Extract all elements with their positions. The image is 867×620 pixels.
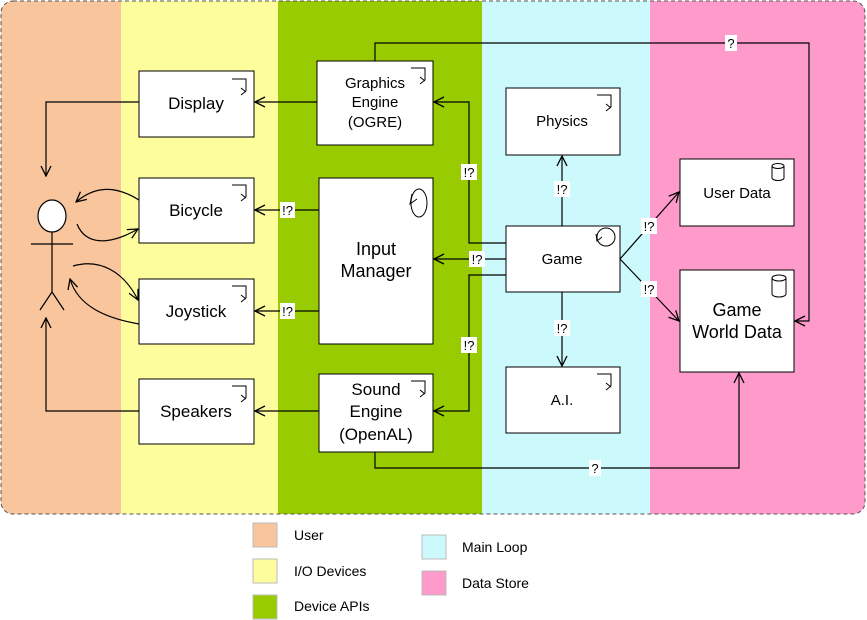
sound-line-1: Sound <box>351 380 400 399</box>
physics-label: Physics <box>536 113 588 130</box>
joystick-node[interactable]: Joystick <box>138 278 255 345</box>
label-game-sound: !? <box>461 337 477 353</box>
label-game-ai: !? <box>554 320 570 336</box>
joystick-label: Joystick <box>166 302 227 321</box>
legend-label-data-store: Data Store <box>462 575 529 591</box>
edges <box>46 42 810 469</box>
ai-label: A.I. <box>551 392 574 409</box>
graphics-line-1: Graphics <box>345 75 405 92</box>
legend-label-io-devices: I/O Devices <box>294 563 366 579</box>
label-graphics-worlddata: ? <box>725 35 737 51</box>
legend-label-main-loop: Main Loop <box>462 539 528 555</box>
display-label: Display <box>168 94 224 113</box>
svg-text:!?: !? <box>464 338 475 353</box>
legend-item-device-apis: Device APIs <box>252 594 369 620</box>
lane-data-store <box>650 1 865 514</box>
svg-text:?: ? <box>727 36 734 51</box>
legend-item-user: User <box>252 522 324 548</box>
sound-engine-node[interactable]: Sound Engine (OpenAL) <box>318 373 434 453</box>
speakers-node[interactable]: Speakers <box>138 378 255 445</box>
legend-swatch-device-apis <box>252 594 278 620</box>
user-figure <box>31 199 73 311</box>
legend-item-io-devices: I/O Devices <box>252 558 366 584</box>
bicycle-label: Bicycle <box>169 201 223 220</box>
svg-text:!?: !? <box>282 304 293 319</box>
edge-user-joystick <box>72 263 138 300</box>
svg-text:?: ? <box>591 461 598 476</box>
label-input-bicycle: !? <box>280 202 295 218</box>
diagram-border <box>0 0 866 515</box>
label-game-physics: !? <box>554 181 570 197</box>
label-game-worlddata: !? <box>641 281 657 297</box>
svg-text:!?: !? <box>282 203 293 218</box>
svg-text:!?: !? <box>472 252 483 267</box>
device-apis: Graphics Engine (OGRE) Input Manager Sou… <box>316 60 434 453</box>
label-game-userdata: !? <box>641 218 657 234</box>
legend-label-user: User <box>294 527 324 543</box>
sound-line-2: Engine <box>350 402 403 421</box>
input-line-2: Manager <box>340 261 411 281</box>
legend-swatch-main-loop <box>421 534 447 560</box>
ai-node[interactable]: A.I. <box>505 366 621 434</box>
loop-icon <box>596 227 616 247</box>
user-data-label: User Data <box>703 185 771 202</box>
io-devices: Display Bicycle Joystick Speakers <box>138 70 255 445</box>
sound-line-3: (OpenAL) <box>339 425 413 444</box>
edge-sound-worlddata <box>374 373 739 469</box>
world-data-line-1: Game <box>712 300 761 320</box>
legend-swatch-data-store <box>421 570 447 596</box>
physics-node[interactable]: Physics <box>505 87 621 156</box>
graphics-line-3: (OGRE) <box>348 114 402 131</box>
label-game-input: !? <box>469 251 485 267</box>
legend-item-data-store: Data Store <box>421 570 529 596</box>
legend-label-device-apis: Device APIs <box>294 598 369 614</box>
svg-text:!?: !? <box>644 282 655 297</box>
edge-joystick-user <box>70 279 140 325</box>
legend-item-main-loop: Main Loop <box>421 534 528 560</box>
world-data-line-2: World Data <box>692 322 783 342</box>
graphics-engine-node[interactable]: Graphics Engine (OGRE) <box>316 60 434 146</box>
label-game-graphics: !? <box>461 164 477 180</box>
svg-text:!?: !? <box>557 321 568 336</box>
datastore-icon <box>771 163 785 181</box>
legend: User I/O Devices Device APIs Main Loop D… <box>252 522 529 620</box>
edge-bicycle-user <box>76 188 140 202</box>
game-label: Game <box>542 251 583 268</box>
display-node[interactable]: Display <box>138 70 255 138</box>
input-line-1: Input <box>356 239 396 259</box>
edge-display-user <box>46 101 139 176</box>
svg-text:!?: !? <box>557 182 568 197</box>
svg-text:!?: !? <box>644 219 655 234</box>
speakers-label: Speakers <box>160 402 232 421</box>
graphics-line-2: Engine <box>352 94 399 111</box>
edge-graphics-worlddata <box>374 42 810 321</box>
main-loop: Physics Game A.I. <box>505 87 621 434</box>
edge-labels: !? !? !? !? !? !? !? !? !? ? ? <box>280 35 737 476</box>
bicycle-node[interactable]: Bicycle <box>138 177 255 244</box>
input-manager-node[interactable]: Input Manager <box>318 177 434 345</box>
lane-user <box>1 1 121 514</box>
edge-speakers-user <box>46 318 139 412</box>
legend-swatch-user <box>252 522 278 548</box>
edge-user-bicycle <box>76 223 138 242</box>
world-data-node[interactable]: Game World Data <box>679 269 795 373</box>
svg-text:!?: !? <box>464 165 475 180</box>
label-input-joystick: !? <box>280 303 295 319</box>
label-sound-worlddata: ? <box>589 460 601 476</box>
game-node[interactable]: Game <box>505 225 621 293</box>
user-data-node[interactable]: User Data <box>679 158 795 227</box>
legend-swatch-io-devices <box>252 558 278 584</box>
datastore-icon <box>771 274 787 298</box>
